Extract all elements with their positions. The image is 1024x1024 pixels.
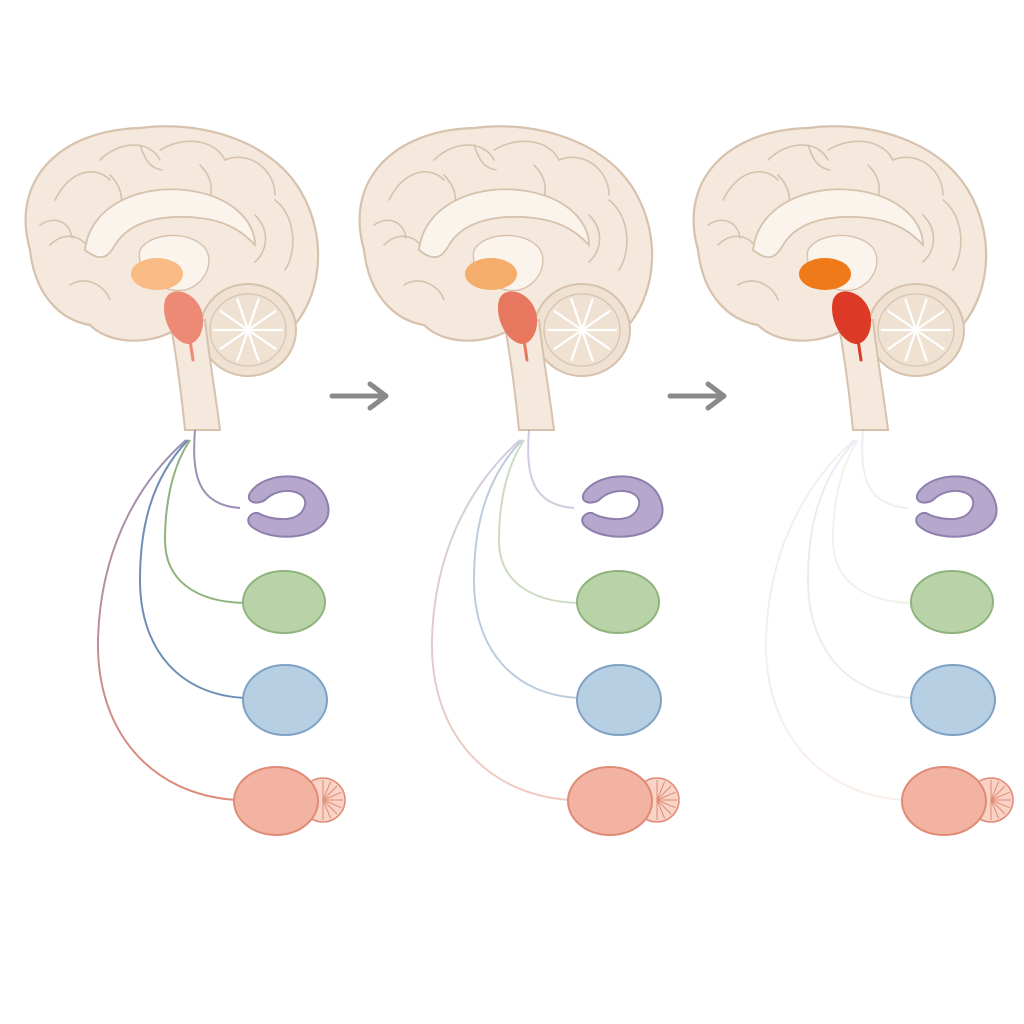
cerebellum-icon bbox=[867, 283, 965, 377]
pituitary-icon bbox=[164, 291, 204, 345]
thyroid-icon bbox=[242, 570, 326, 634]
gonad-icon bbox=[233, 766, 346, 836]
liver-icon bbox=[242, 664, 328, 736]
hypothalamus-icon bbox=[799, 258, 851, 290]
cerebellum-icon bbox=[533, 283, 631, 377]
hormone-pathways bbox=[96, 429, 246, 801]
hormone-pathways bbox=[764, 429, 914, 801]
hormone-pathways bbox=[430, 429, 580, 801]
hypothalamus-icon bbox=[465, 258, 517, 290]
stages bbox=[24, 125, 1014, 836]
thyroid-icon bbox=[910, 570, 994, 634]
thyroid-icon bbox=[576, 570, 660, 634]
arrow-1-to-2 bbox=[329, 381, 389, 411]
stage-2 bbox=[358, 125, 680, 836]
arrow-2-to-3 bbox=[667, 381, 727, 411]
brainstem-icon bbox=[836, 319, 890, 431]
gonad-icon bbox=[901, 766, 1014, 836]
stage-3 bbox=[692, 125, 1014, 836]
cerebellum-icon bbox=[199, 283, 297, 377]
brainstem-icon bbox=[168, 319, 222, 431]
gonad-icon bbox=[567, 766, 680, 836]
liver-icon bbox=[910, 664, 996, 736]
hypothalamus-icon bbox=[131, 258, 183, 290]
adrenal-icon bbox=[915, 475, 998, 538]
adrenal-icon bbox=[247, 475, 330, 538]
liver-icon bbox=[576, 664, 662, 736]
pituitary-icon bbox=[498, 291, 538, 345]
pituitary-icon bbox=[832, 291, 872, 345]
adrenal-icon bbox=[581, 475, 664, 538]
brainstem-icon bbox=[502, 319, 556, 431]
stage-1 bbox=[24, 125, 346, 836]
